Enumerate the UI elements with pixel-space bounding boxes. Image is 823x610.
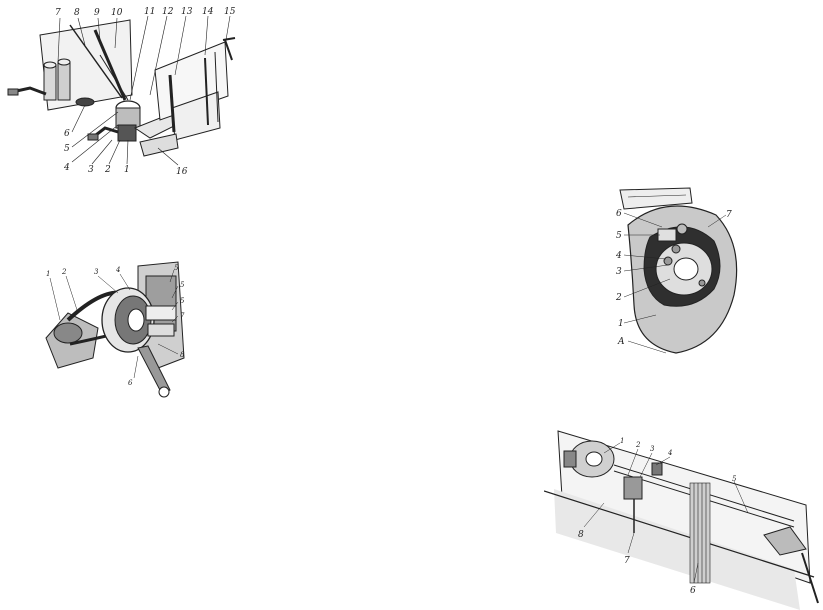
callout-label: 5 <box>616 231 622 241</box>
door-drive-callouts: 1 2 3 4 5 8 7 6 <box>578 437 737 596</box>
callout-label: 1 <box>618 319 624 329</box>
callout-label: 4 <box>63 163 70 173</box>
callout-label: 12 <box>162 7 174 17</box>
callout-label: 3 <box>94 268 99 276</box>
callout-label: 2 <box>61 268 67 276</box>
round-housing-drawing: 6 5 4 3 2 1 A 7 <box>606 185 744 360</box>
callout-label: 16 <box>176 167 188 177</box>
callout-label: 3 <box>88 165 94 175</box>
round-housing-figure: 6 5 4 3 2 1 A 7 <box>606 185 744 360</box>
callout-label: 7 <box>726 210 732 220</box>
callout-label: 10 <box>111 8 123 18</box>
callout-label: 3 <box>650 445 655 453</box>
callout-label: 6 <box>690 586 696 596</box>
callout-label: 7 <box>180 312 185 320</box>
callout-label: 11 <box>144 7 155 17</box>
callout-label: 8 <box>578 530 584 540</box>
pulley-assembly-drawing: 1 2 3 4 5 5 5 7 8 6 <box>38 258 200 404</box>
callout-label: 1 <box>46 270 50 278</box>
callout-label: 5 <box>732 475 737 483</box>
callout-label: 7 <box>55 8 61 18</box>
callout-label: 8 <box>180 351 185 359</box>
callout-label: 3 <box>616 267 622 277</box>
mechanism-figure: 7 8 9 10 11 12 13 14 15 6 5 4 3 2 1 16 <box>0 0 248 192</box>
callout-label: 7 <box>624 556 630 566</box>
callout-label: 5 <box>64 144 70 154</box>
callout-label: 5 <box>180 281 185 289</box>
pulley-assembly-figure: 1 2 3 4 5 5 5 7 8 6 <box>38 258 200 404</box>
callout-label: 2 <box>615 293 622 303</box>
callout-label: 4 <box>667 449 672 457</box>
round-housing-callouts: 6 5 4 3 2 1 A 7 <box>615 209 732 347</box>
mechanism-drawing: 7 8 9 10 11 12 13 14 15 6 5 4 3 2 1 16 <box>0 0 248 192</box>
callout-label: 15 <box>224 7 236 17</box>
door-drive-drawing: 1 2 3 4 5 8 7 6 <box>544 423 823 610</box>
callout-label: A <box>617 337 625 347</box>
callout-label: 6 <box>616 209 622 219</box>
callout-label: 14 <box>202 7 214 17</box>
pulley-assembly-callouts: 1 2 3 4 5 5 5 7 8 6 <box>46 264 185 387</box>
callout-label: 5 <box>180 297 185 305</box>
callout-label: 5 <box>174 264 179 272</box>
callout-label: 9 <box>94 8 100 18</box>
door-drive-figure: 1 2 3 4 5 8 7 6 <box>544 423 823 610</box>
mechanism-callouts: 7 8 9 10 11 12 13 14 15 6 5 4 3 2 1 16 <box>55 7 236 177</box>
callout-label: 4 <box>115 266 120 274</box>
callout-label: 2 <box>104 165 111 175</box>
callout-label: 6 <box>64 129 70 139</box>
callout-label: 13 <box>181 7 193 17</box>
callout-label: 1 <box>620 437 624 445</box>
callout-label: 2 <box>635 441 641 449</box>
callout-label: 1 <box>124 165 130 175</box>
callout-label: 8 <box>74 8 80 18</box>
callout-label: 6 <box>128 379 133 387</box>
callout-label: 4 <box>615 251 622 261</box>
